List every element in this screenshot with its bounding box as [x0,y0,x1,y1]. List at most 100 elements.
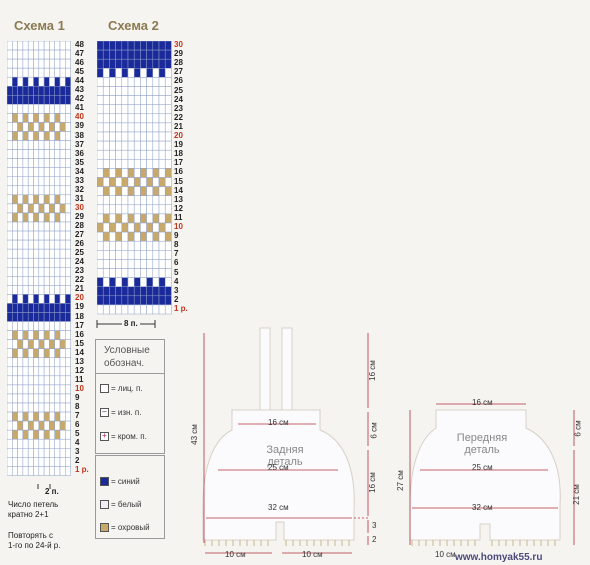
row-number: 27 [75,230,84,240]
row-number: 24 [174,94,183,104]
row-number: 35 [75,157,84,167]
front-dim-leg: 10 см [435,550,456,559]
row-number: 15 [75,338,84,348]
front-dim-mid: 25 см [472,463,493,472]
row-number: 22 [174,112,183,122]
back-dim-top: 16 см [268,418,289,427]
row-number: 42 [75,94,84,104]
back-dim-bottom: 32 см [268,503,289,512]
row-number: 18 [75,311,84,321]
row-number: 10 [174,222,183,231]
row-number: 44 [75,76,84,86]
row-number: 37 [75,139,84,149]
legend-blue: = синий [100,477,140,487]
row-number: 9 [75,392,80,402]
row-number: 29 [174,49,183,59]
row-number: 8 [174,240,179,250]
row-number: 33 [75,175,84,185]
legend-divider [96,373,164,374]
row-number: 7 [75,411,80,421]
row-number: 2 [174,294,179,304]
front-dim-yoke: 6 см [573,420,583,437]
back-dim-mid: 25 см [268,463,289,472]
back-dim-leg-left: 10 см [225,550,246,559]
row-number: 17 [75,320,84,330]
row-number: 19 [174,140,183,150]
row-number: 16 [174,167,183,177]
row-number: 19 [75,302,84,312]
repeat-note: Повторять с 1-го по 24-й р. [8,531,61,550]
back-body [202,409,355,541]
row-number: 34 [75,166,84,176]
scheme1-width-label: 2 п. [45,487,59,496]
row-number: 23 [75,266,84,276]
row-number: 5 [75,429,80,439]
row-number: 1 р. [75,465,89,475]
row-number: 28 [75,221,84,230]
row-number: 21 [174,121,183,131]
knit-stitch-icon [100,384,109,394]
scheme2-width-label: 8 п. [124,319,138,328]
row-number: 31 [75,193,84,203]
row-number: 46 [75,58,84,68]
row-number: 4 [75,438,80,448]
white-swatch-icon [100,500,109,510]
row-number: 15 [174,176,183,186]
row-number: 26 [174,76,183,86]
row-number: 17 [174,158,183,168]
front-dim-top: 16 см [472,398,493,407]
row-number: 22 [75,275,84,285]
watermark: www.homyak55.ru [455,552,543,563]
row-number: 11 [75,374,84,384]
row-number: 14 [75,347,84,357]
front-piece [409,409,561,541]
row-number: 40 [75,112,84,122]
row-number: 4 [174,276,179,286]
back-dim-strap: 16 см [367,360,377,381]
row-number: 26 [75,239,84,249]
legend-white: = белый [100,500,141,510]
blue-swatch-icon [100,477,109,487]
row-number: 27 [174,67,183,77]
row-number: 36 [75,148,84,158]
scheme2-cell [164,304,172,315]
scheme1-cell [65,466,71,476]
scheme1-title: Схема 1 [14,18,65,33]
row-number: 10 [75,383,84,393]
row-number: 41 [75,103,84,113]
scheme1-grid [7,41,71,476]
ochre-swatch-icon [100,523,109,533]
legend-ochre: = охровый [100,523,150,533]
row-number: 45 [75,67,84,77]
row-number: 16 [75,329,84,339]
legend-title: Условные обознач. [104,345,150,369]
back-strap-right [281,327,293,411]
row-number: 20 [75,293,84,303]
row-number: 2 [75,456,80,466]
row-number: 25 [75,248,84,258]
row-number: 12 [75,365,84,375]
row-number: 30 [75,202,84,212]
purl-stitch-icon: – [100,408,109,418]
row-number: 28 [174,58,183,68]
back-piece [202,327,355,541]
width-brackets [37,320,156,489]
row-number: 29 [75,211,84,221]
row-number: 5 [174,267,179,277]
row-number: 13 [174,194,183,204]
back-dim-hem: 2 [372,535,377,544]
row-number: 1 р. [174,303,188,313]
row-number: 48 [75,40,84,49]
back-dim-total-height: 43 см [189,424,199,445]
row-number: 13 [75,356,84,366]
row-number: 8 [75,402,80,411]
row-number: 38 [75,130,84,140]
row-number: 24 [75,257,84,267]
row-number: 14 [174,185,183,195]
scheme2-grid [97,41,172,315]
legend-knit: = лиц. п. [100,384,143,394]
row-number: 12 [174,203,183,213]
back-dim-crotch: 3 [372,521,377,530]
front-hem-ribbing [411,540,556,546]
